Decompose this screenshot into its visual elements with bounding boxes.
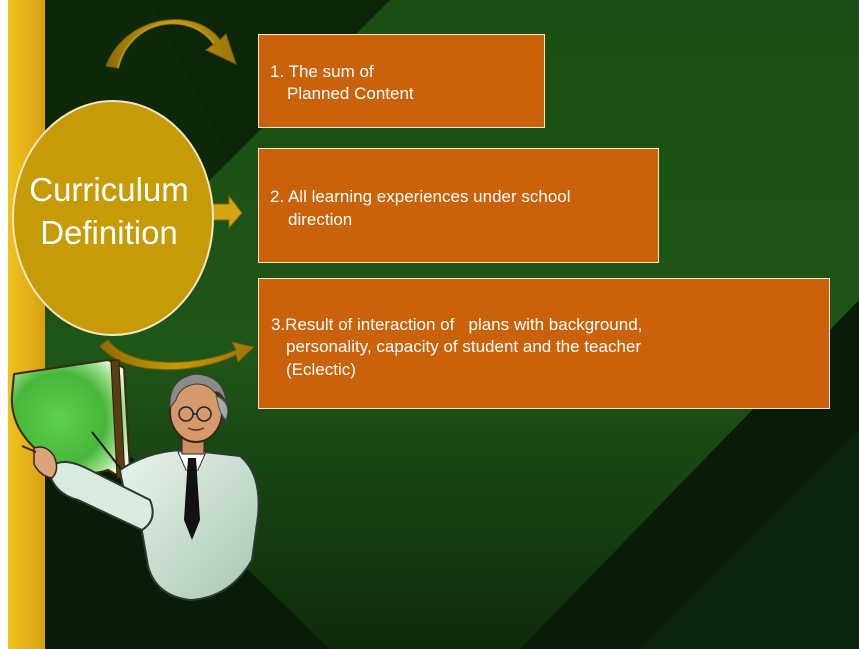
teacher-pointing-at-board-icon — [10, 358, 260, 602]
definition-2-line1: 2. All learning experiences under school — [270, 187, 571, 206]
curved-arrow-bottom — [99, 339, 256, 371]
definition-box-3: 3.Result of interaction of plans with ba… — [258, 278, 830, 409]
left-accent-bar — [8, 0, 45, 649]
definition-3-line3: (Eclectic) — [286, 360, 356, 379]
definition-box-1: 1. The sum of Planned Content — [258, 34, 545, 128]
definition-1-line2: Planned Content — [287, 84, 414, 103]
central-concept-label: Curriculum Definition — [4, 168, 214, 254]
definition-box-2: 2. All learning experiences under school… — [258, 148, 659, 263]
central-concept-line1: Curriculum — [29, 171, 189, 208]
definition-3-line2: personality, capacity of student and the… — [286, 337, 642, 356]
definition-3-line1: 3.Result of interaction of plans with ba… — [271, 315, 643, 334]
straight-arrow-middle — [211, 194, 243, 230]
central-ellipse — [12, 100, 214, 336]
central-concept-line2: Definition — [40, 214, 178, 251]
definition-1-line1: 1. The sum of — [270, 62, 374, 81]
definition-2-line2: direction — [288, 210, 353, 229]
